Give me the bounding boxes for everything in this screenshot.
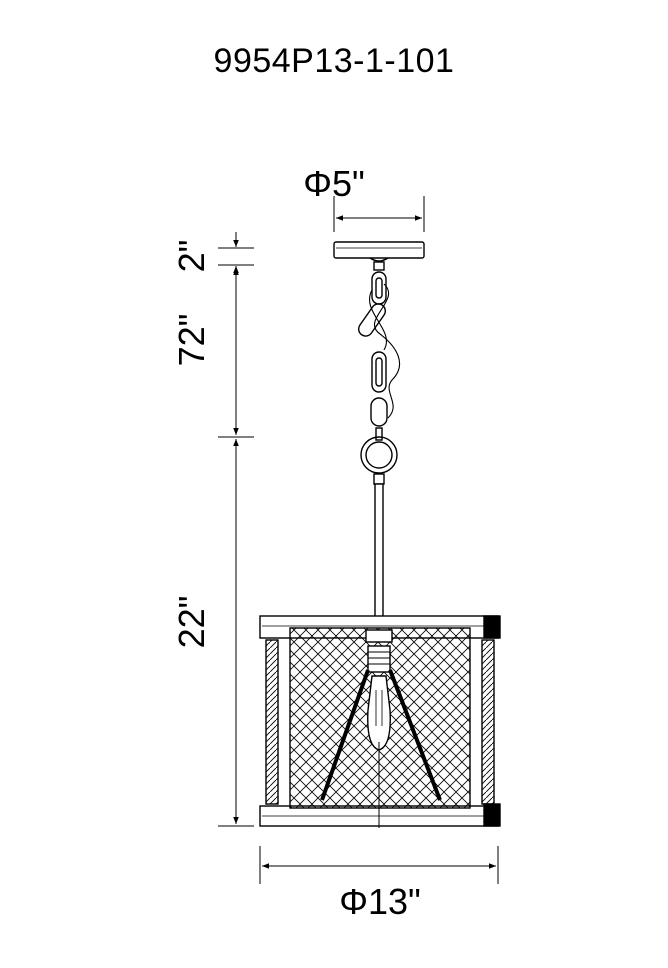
model-number: 9954P13-1-101	[213, 42, 455, 80]
canopy-diameter-label: Φ5"	[303, 163, 365, 204]
height-dimension	[218, 232, 254, 827]
chain	[357, 271, 401, 485]
cage-fixture	[259, 615, 501, 828]
fixture-diameter-label: Φ13"	[339, 881, 421, 922]
downrod	[374, 483, 384, 621]
canopy	[333, 241, 425, 271]
fixture-diameter-dimension	[259, 846, 499, 884]
canopy-diameter-dimension	[333, 196, 425, 232]
